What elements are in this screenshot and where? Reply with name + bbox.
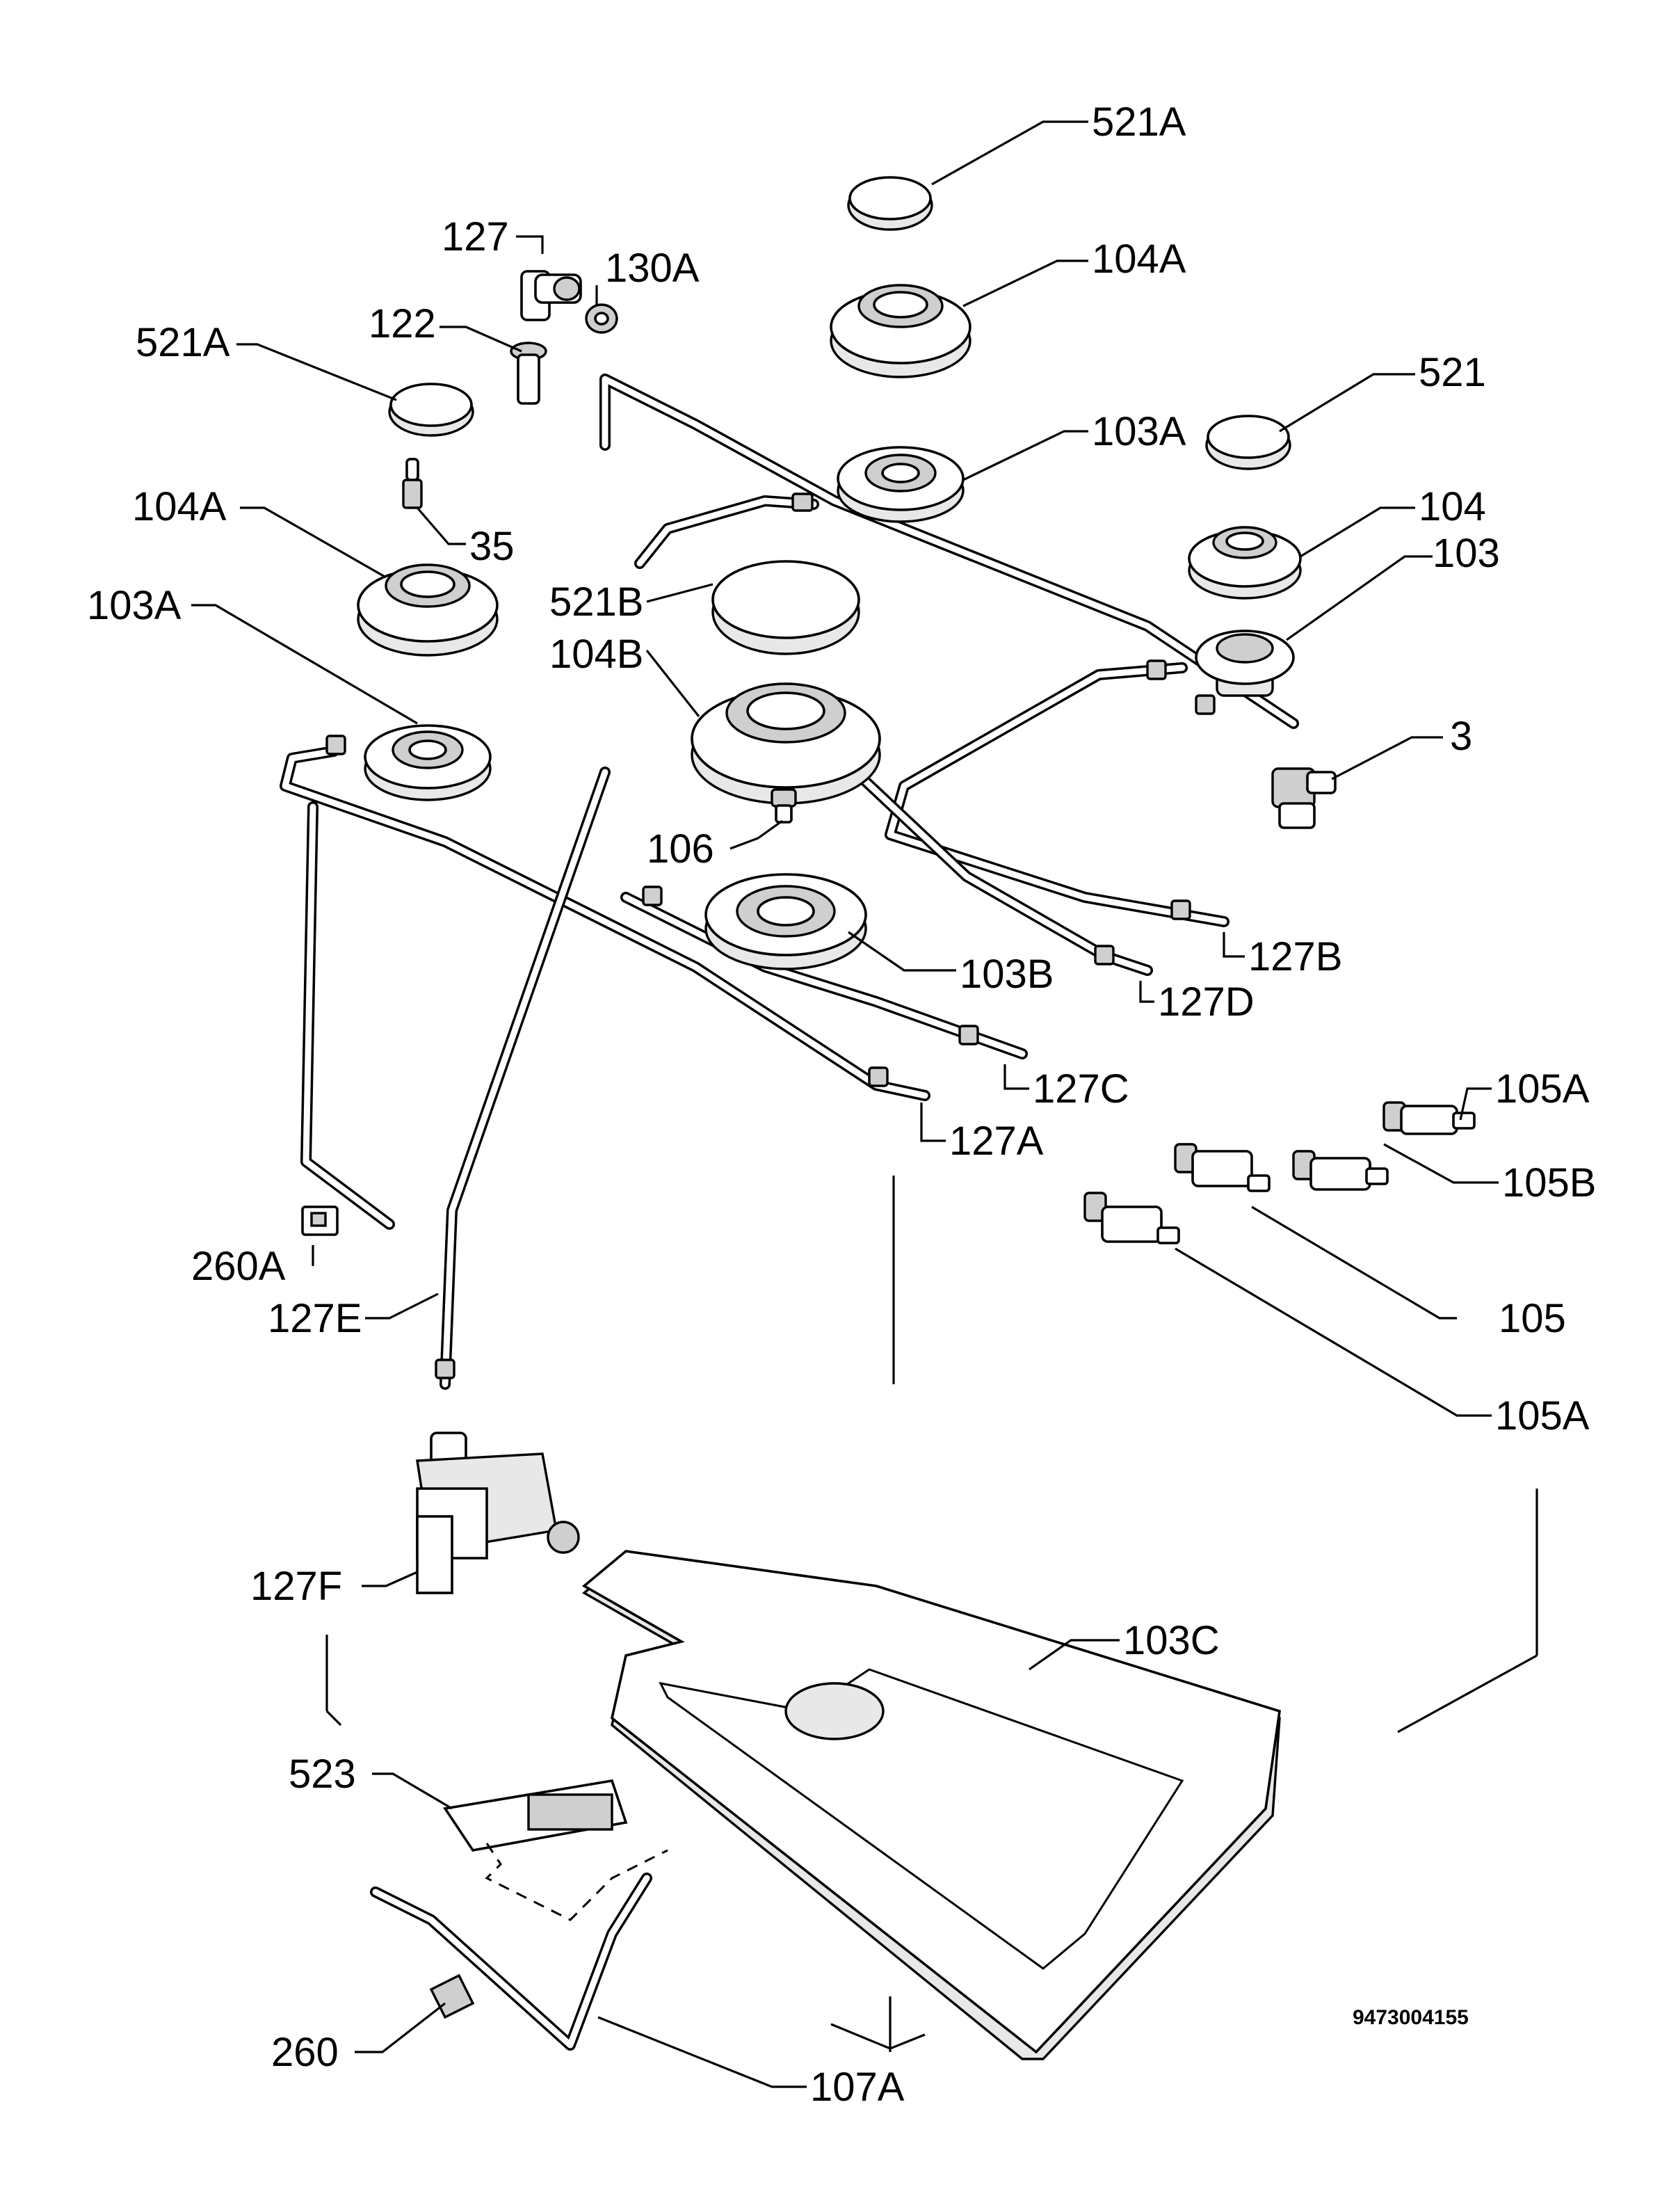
document-number: 9473004155 [1353, 2006, 1469, 2029]
label-104B: 104B [549, 632, 643, 677]
label-106: 106 [647, 826, 714, 872]
label-521A-top: 521A [1092, 99, 1186, 145]
burner-base-103B [704, 873, 867, 970]
burner-cap-521-right [1205, 415, 1291, 470]
label-105B: 105B [1502, 1160, 1596, 1205]
label-260: 260 [271, 2030, 339, 2075]
gas-tap-105A-bottom [1083, 1192, 1180, 1244]
burner-crown-104-right [1188, 526, 1302, 600]
label-521-right: 521 [1419, 350, 1486, 395]
thermocouple-107A [370, 1873, 652, 2051]
burner-base-103A-mid [837, 446, 965, 523]
elbow-fitting-127 [520, 270, 582, 321]
label-127E: 127E [268, 1296, 362, 1341]
gas-tap-105B [1292, 1150, 1389, 1191]
label-127C: 127C [1033, 1066, 1129, 1112]
label-260A: 260A [191, 1244, 286, 1289]
label-105A-bottom: 105A [1495, 1393, 1590, 1438]
label-35: 35 [469, 524, 515, 569]
label-103A-mid: 103A [1092, 409, 1186, 454]
label-104A-top: 104A [1092, 237, 1186, 282]
gas-tubes [280, 374, 1299, 1390]
label-103-right: 103 [1433, 531, 1500, 576]
label-127A: 127A [949, 1119, 1044, 1164]
electrode-35 [402, 458, 423, 509]
label-3: 3 [1450, 714, 1472, 759]
label-104A-left: 104A [132, 484, 227, 529]
tube-127E [440, 767, 611, 1390]
label-127-top: 127 [442, 214, 509, 259]
label-122: 122 [369, 301, 436, 346]
label-127B: 127B [1248, 934, 1342, 979]
label-103C: 103C [1123, 1618, 1220, 1663]
label-521A-left: 521A [136, 320, 230, 365]
label-105A-top: 105A [1495, 1066, 1590, 1112]
label-103B: 103B [960, 952, 1054, 997]
tube-127B [885, 662, 1229, 927]
label-127D: 127D [1158, 979, 1255, 1025]
leader-lines [191, 120, 1499, 2088]
label-105: 105 [1499, 1296, 1566, 1341]
spark-generator-523 [442, 1779, 668, 1921]
tube-fittings [325, 492, 1216, 1379]
nut-130A [585, 303, 618, 334]
callout-labels: 521A 104A 127 130A 122 521A 521 103A 104… [87, 99, 1596, 2110]
label-103A-left: 103A [87, 583, 182, 628]
burner-crown-104B [691, 682, 881, 805]
gas-tap-105 [1174, 1143, 1271, 1192]
label-521B: 521B [549, 579, 643, 625]
safety-valve-127F [416, 1432, 580, 1594]
label-130A: 130A [605, 246, 700, 291]
connector-122 [510, 342, 547, 405]
injector-106 [771, 788, 797, 824]
hob-plate-103C [581, 1550, 1281, 2060]
label-107A: 107A [810, 2065, 905, 2110]
label-523: 523 [289, 1752, 356, 1797]
tube-thermocouple-left [300, 801, 395, 1230]
clip-260A [301, 1205, 339, 1236]
valve-3 [1271, 767, 1337, 829]
burner-crown-104A-left [357, 563, 499, 657]
label-127F: 127F [250, 1564, 342, 1609]
burner-cap-521A-left [388, 383, 474, 437]
burner-cap-521A-top [847, 176, 933, 231]
guide-lines [325, 1176, 1538, 2052]
clip-260 [429, 1973, 475, 2019]
label-104-right: 104 [1419, 484, 1486, 529]
burner-cap-521B [711, 560, 860, 655]
gas-tap-105A-top [1382, 1101, 1476, 1135]
burner-base-103A-left [364, 724, 492, 801]
burner-base-103-right [1195, 630, 1295, 697]
burner-crown-104A-top [830, 284, 971, 378]
